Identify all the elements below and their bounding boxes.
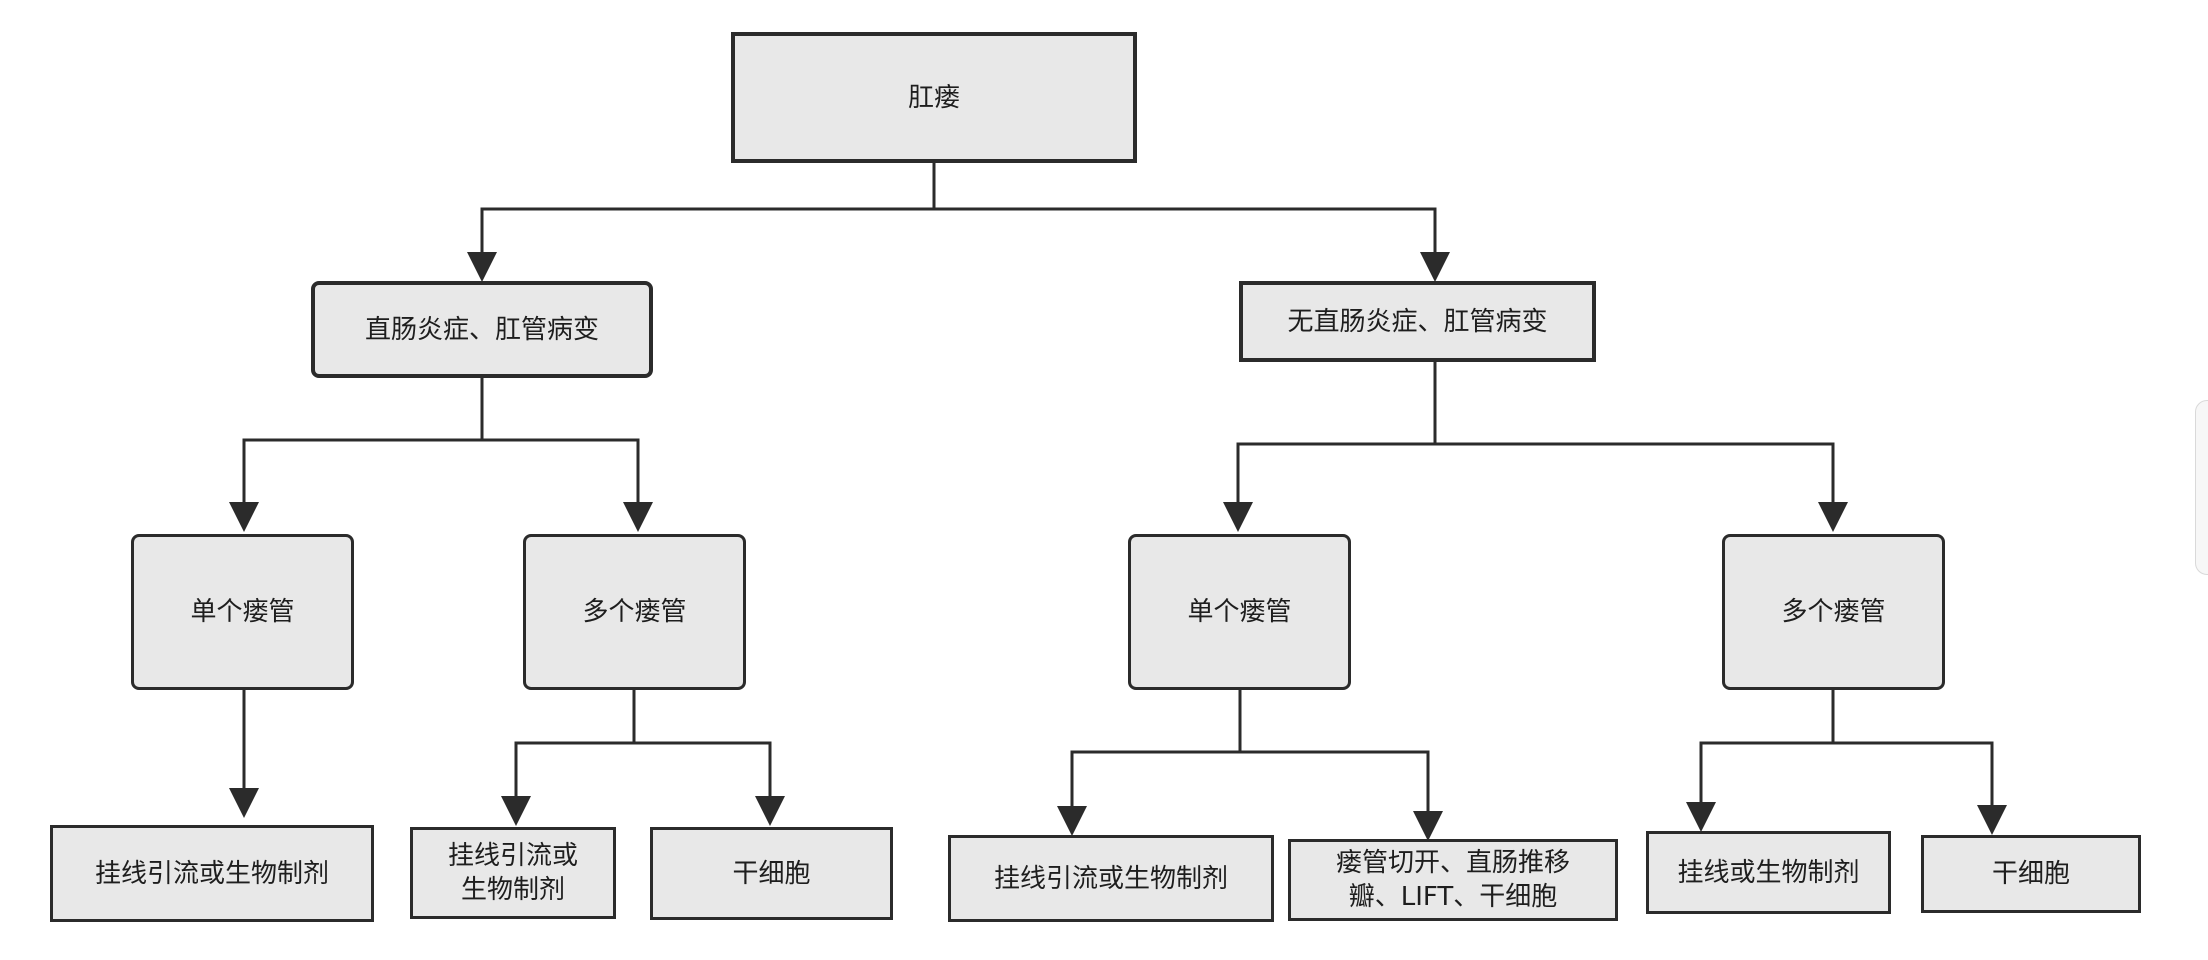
leaf-left-single: 挂线引流或生物制剂 <box>50 825 374 922</box>
node-root: 肛瘘 <box>731 32 1137 163</box>
edge-right-multiple-to-leaf-a <box>1686 690 1835 832</box>
edge-right-branch-to-right-single <box>1223 360 1437 532</box>
side-panel-tab[interactable] <box>2195 400 2208 575</box>
edge-left-multiple-to-leaf-a <box>501 690 636 826</box>
node-left-branch: 直肠炎症、肛管病变 <box>311 281 653 378</box>
node-right-single: 单个瘘管 <box>1128 534 1351 690</box>
edge-right-single-to-leaf-a <box>1057 690 1242 836</box>
edge-root-to-right-branch <box>934 207 1450 282</box>
leaf-right-multiple-b: 干细胞 <box>1921 835 2141 913</box>
edge-right-multiple-to-leaf-b <box>1833 741 2007 835</box>
edge-root-to-left-branch <box>467 163 936 282</box>
node-right-branch: 无直肠炎症、肛管病变 <box>1239 281 1596 362</box>
edge-left-multiple-to-leaf-b <box>634 741 785 826</box>
leaf-right-single-b: 瘘管切开、直肠推移 瓣、LIFT、干细胞 <box>1288 839 1618 921</box>
edge-left-branch-to-left-multiple <box>482 438 653 532</box>
edge-right-branch-to-right-multiple <box>1435 442 1848 532</box>
leaf-left-multiple-a: 挂线引流或 生物制剂 <box>410 827 616 919</box>
node-left-single: 单个瘘管 <box>131 534 354 690</box>
node-left-multiple: 多个瘘管 <box>523 534 746 690</box>
edge-right-single-to-leaf-b <box>1240 750 1443 841</box>
edge-left-branch-to-left-single <box>229 376 484 532</box>
leaf-right-single-a: 挂线引流或生物制剂 <box>948 835 1274 922</box>
leaf-right-multiple-a: 挂线或生物制剂 <box>1646 831 1891 914</box>
leaf-left-multiple-b: 干细胞 <box>650 827 893 920</box>
node-right-multiple: 多个瘘管 <box>1722 534 1945 690</box>
